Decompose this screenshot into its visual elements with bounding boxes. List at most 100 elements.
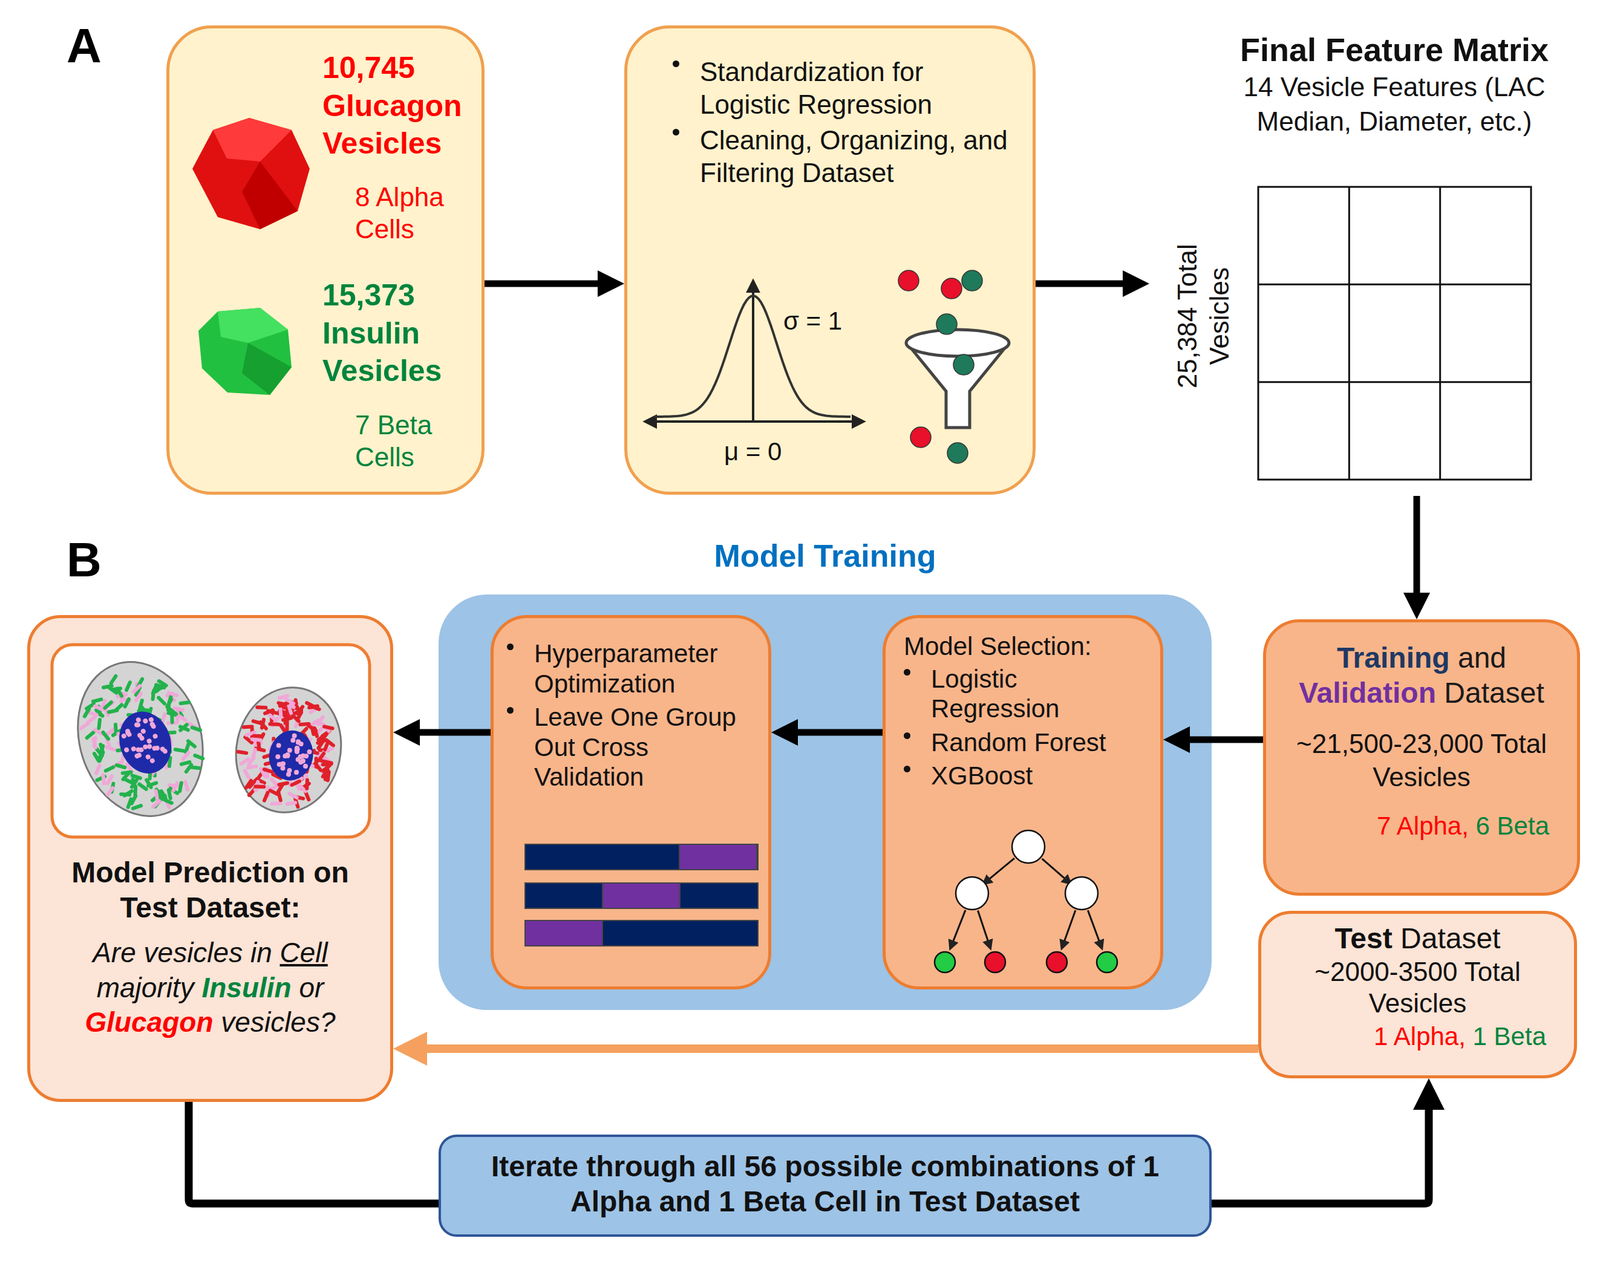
text-run: Beta xyxy=(1494,1022,1547,1051)
text-run: or xyxy=(298,972,324,1004)
model-selection-box: Model Selection:Logistic RegressionRando… xyxy=(882,615,1164,990)
box-title: Test Dataset xyxy=(1276,921,1559,957)
text-run xyxy=(136,937,144,969)
text-holder: Test Dataset xyxy=(1276,921,1559,957)
text-run: Alpha, xyxy=(1396,811,1469,841)
text-holder: Model Training xyxy=(438,537,1212,575)
bullet-dot xyxy=(672,60,680,68)
tree-node xyxy=(1012,830,1045,864)
test-dataset-box: Test Dataset~2000-3500 Total Vesicles1 A… xyxy=(1258,911,1578,1079)
cell-split: 7 Alpha, 6 Beta xyxy=(1281,811,1562,841)
validation-fold xyxy=(525,920,603,947)
flow-arrow xyxy=(1211,1097,1429,1204)
data-dot xyxy=(941,278,962,299)
text-run: 6 xyxy=(1475,811,1490,841)
text-run: Training xyxy=(1336,641,1450,674)
data-dot xyxy=(961,270,983,291)
validation-fold xyxy=(602,883,680,909)
bullet-text: Logistic Regression xyxy=(930,664,1150,725)
cell-count: 8 Alpha Cells xyxy=(355,181,486,246)
data-dot xyxy=(910,427,931,448)
text-holder: Iterate through all 56 possible combinat… xyxy=(454,1149,1196,1219)
text-holder: σ = 1 xyxy=(783,306,869,336)
matrix-grid xyxy=(1258,186,1532,480)
text-holder: ~2000-3500 Total Vesicles xyxy=(1276,956,1559,1021)
training-panel: Model Selection:Logistic RegressionRando… xyxy=(438,594,1212,1011)
text-holder: 1 Alpha, 1 Beta xyxy=(1276,1022,1559,1052)
content-flow: Standardization for Logistic RegressionC… xyxy=(627,28,1033,190)
glucagon-vesicle xyxy=(192,117,310,230)
text-run: Validation xyxy=(1298,676,1437,709)
data-dot xyxy=(898,270,919,291)
text-holder: Training and Validation Dataset xyxy=(1281,640,1562,711)
bullet-item: Cleaning, Organizing, and Filtering Data… xyxy=(672,124,1015,189)
text-run xyxy=(242,937,251,969)
bullet-text: Standardization for Logistic Regression xyxy=(699,55,1015,121)
tree-branch xyxy=(982,858,1014,885)
tree-node xyxy=(1046,952,1068,973)
text-run xyxy=(194,972,203,1004)
prediction-box: Model Prediction on Test Dataset:Are ves… xyxy=(27,615,394,1103)
grid-line xyxy=(1348,186,1351,480)
bullet-text: Hyperparameter Optimization xyxy=(534,638,758,699)
text-run: Test xyxy=(1335,922,1393,955)
panel-letter: B xyxy=(66,532,102,588)
text-run xyxy=(1465,1022,1473,1051)
bullet-dot xyxy=(903,732,911,740)
data-dot xyxy=(953,354,974,376)
text-holder: μ = 0 xyxy=(724,437,809,467)
vesicle-count: 15,373 Insulin Vesicles xyxy=(322,276,488,391)
sigma-label: σ = 1 xyxy=(783,306,869,336)
tree-node xyxy=(1065,877,1098,910)
text-holder: Model Selection: xyxy=(903,631,1150,662)
bullet-dot xyxy=(672,128,680,136)
bullet-text: XGBoost xyxy=(930,760,1033,792)
vesicle-facet xyxy=(241,342,292,396)
bullet-text: Cleaning, Organizing, and Filtering Data… xyxy=(699,124,1015,189)
bullet-item: Hyperparameter Optimization xyxy=(506,638,758,699)
cell-split: 1 Alpha, 1 Beta xyxy=(1276,1022,1559,1052)
tree-node xyxy=(984,952,1006,973)
text-holder: 25,384 Total Vesicles xyxy=(1171,195,1236,438)
bullet-dot xyxy=(506,643,514,651)
grid-line xyxy=(1258,381,1532,383)
vesicle-facet xyxy=(241,161,298,230)
fold-bar xyxy=(525,920,758,947)
text-run: Dataset xyxy=(1400,922,1501,955)
bullet-text: Random Forest xyxy=(930,727,1106,758)
data-dot xyxy=(936,313,957,335)
fold-bar xyxy=(525,844,758,870)
bullet-item: XGBoost xyxy=(903,760,1150,792)
bullet-dot xyxy=(903,669,911,676)
text-run: Insulin xyxy=(201,972,291,1004)
insulin-vesicle xyxy=(198,307,292,396)
text-run: Glucagon xyxy=(84,1006,213,1039)
dataset-box: 10,745 Glucagon Vesicles8 Alpha Cells15,… xyxy=(166,25,485,495)
text-holder: 7 Alpha, 6 Beta xyxy=(1281,811,1562,841)
text-holder: Are vesicles in Cell majority Insulin or… xyxy=(43,935,377,1041)
tree-branch xyxy=(950,910,966,950)
text-run: Are xyxy=(92,937,137,969)
grid-line xyxy=(1258,283,1532,286)
bullet-item: Leave One Group Out Cross Validation xyxy=(506,702,758,793)
text-run: in xyxy=(250,937,273,969)
text-run xyxy=(272,937,281,969)
prediction-question: Are vesicles in Cell majority Insulin or… xyxy=(43,935,377,1041)
feature-matrix: Final Feature Matrix14 Vesicle Features … xyxy=(1149,30,1585,497)
content-flow: Hyperparameter OptimizationLeave One Gro… xyxy=(493,618,769,793)
y-axis xyxy=(751,281,755,422)
text-run xyxy=(1489,811,1498,841)
box-title: Model Selection: xyxy=(903,631,1150,662)
content-flow: Model Selection:Logistic RegressionRando… xyxy=(885,618,1161,792)
vesicle-facet xyxy=(212,117,292,162)
text-run: vesicles xyxy=(143,937,244,969)
text-run: Alpha, xyxy=(1393,1022,1466,1051)
bullet-item: Standardization for Logistic Regression xyxy=(672,55,1015,121)
flow-arrow xyxy=(1035,280,1134,288)
fold-bar xyxy=(525,883,758,909)
panel-title: Model Training xyxy=(438,537,1212,575)
text-run xyxy=(1436,676,1444,709)
iteration-box: Iterate through all 56 possible combinat… xyxy=(438,1134,1212,1238)
text-run xyxy=(1486,1022,1495,1051)
tree-node xyxy=(934,952,956,973)
